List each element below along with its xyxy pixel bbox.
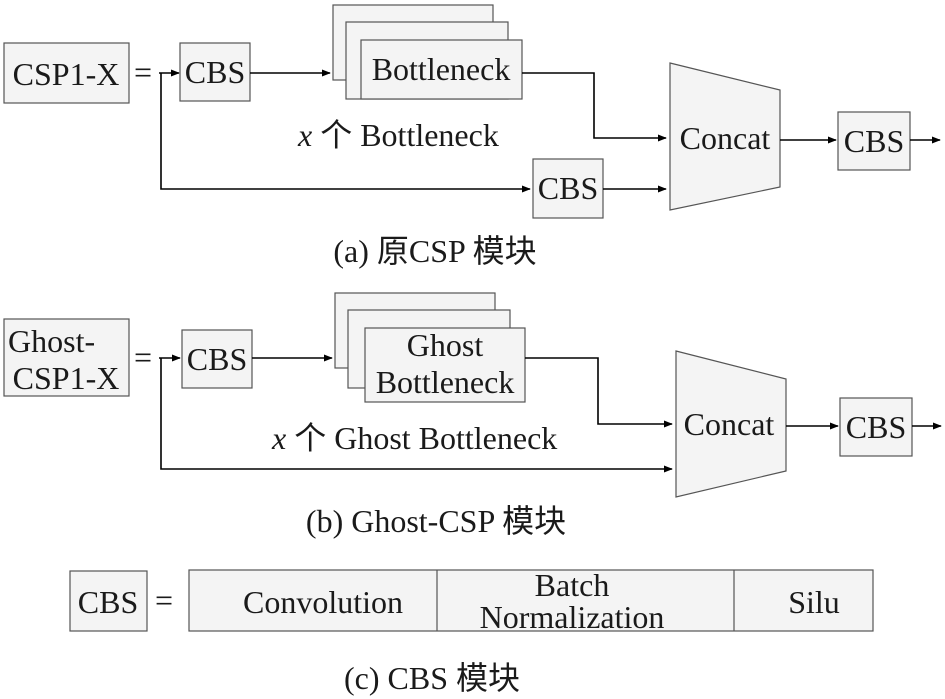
repeat-prefix-b: x (271, 420, 286, 456)
ghost-csp1-x-label-2: CSP1-X (13, 360, 120, 396)
csp1-x-box (3, 42, 130, 104)
repeat-prefix-a: x (297, 117, 312, 153)
cbs-input-a-label: CBS (185, 54, 245, 90)
equals-sign-b: = (134, 339, 152, 375)
ghost-csp1-x-box (3, 318, 130, 397)
cbs-branch-a-label: CBS (538, 170, 598, 206)
concat-block-a (669, 62, 781, 211)
ghost-bottleneck-label-2: Bottleneck (376, 364, 515, 400)
ghost-bottleneck-box (364, 327, 526, 403)
csp1-x-label: CSP1-X (13, 56, 120, 92)
bottleneck-label-a: Bottleneck (372, 51, 511, 87)
caption-b: (b) Ghost-CSP 模块 (306, 503, 566, 539)
silu-label: Silu (788, 584, 840, 620)
arrow-skip-branch-a (160, 73, 531, 193)
ghost-bottleneck-label-1: Ghost (407, 327, 484, 363)
arrow-skip-branch-b (160, 358, 673, 473)
bottleneck-box-a (360, 39, 523, 100)
cbs-input-b-label: CBS (187, 341, 247, 377)
concat-block-b (675, 350, 787, 498)
cbs-input-a (179, 42, 251, 102)
cbs-output-a-label: CBS (844, 123, 904, 159)
convolution-label: Convolution (243, 584, 403, 620)
cbs-output-b-label: CBS (846, 409, 906, 445)
ghost-csp1-x-label-1: Ghost- (8, 323, 95, 359)
repeat-rest-a: 个 Bottleneck (320, 117, 499, 153)
caption-a: (a) 原CSP 模块 (333, 233, 536, 269)
concat-label-a: Concat (680, 120, 771, 156)
cbs-output-a (837, 111, 911, 171)
part-b: Ghost- CSP1-X = CBS Ghost Bottleneck x 个… (3, 292, 942, 539)
equals-sign-a: = (134, 54, 152, 90)
cbs-input-b (181, 329, 253, 389)
cbs-composition-bar (188, 569, 874, 632)
repeat-label-b: x 个 Ghost Bottleneck (271, 420, 557, 456)
repeat-label-a: x 个 Bottleneck (297, 117, 499, 153)
caption-c: (c) CBS 模块 (344, 660, 520, 696)
concat-label-b: Concat (684, 406, 775, 442)
cbs-box-c (69, 570, 148, 632)
part-c: CBS = Convolution Batch Normalization Si… (69, 567, 874, 696)
cbs-branch-a (532, 158, 604, 219)
part-a: CSP1-X = CBS Bottleneck x 个 Bottleneck C… (3, 4, 941, 269)
arrow-bottleneck-to-concat-a (522, 72, 667, 142)
cbs-output-b (839, 397, 913, 457)
equals-sign-c: = (155, 582, 173, 618)
cbs-label-c: CBS (78, 584, 138, 620)
repeat-rest-b: 个 Ghost Bottleneck (294, 420, 557, 456)
arrow-bottleneck-to-concat-b (525, 357, 673, 428)
batch-label: Batch (535, 567, 610, 603)
normalization-label: Normalization (480, 599, 665, 635)
